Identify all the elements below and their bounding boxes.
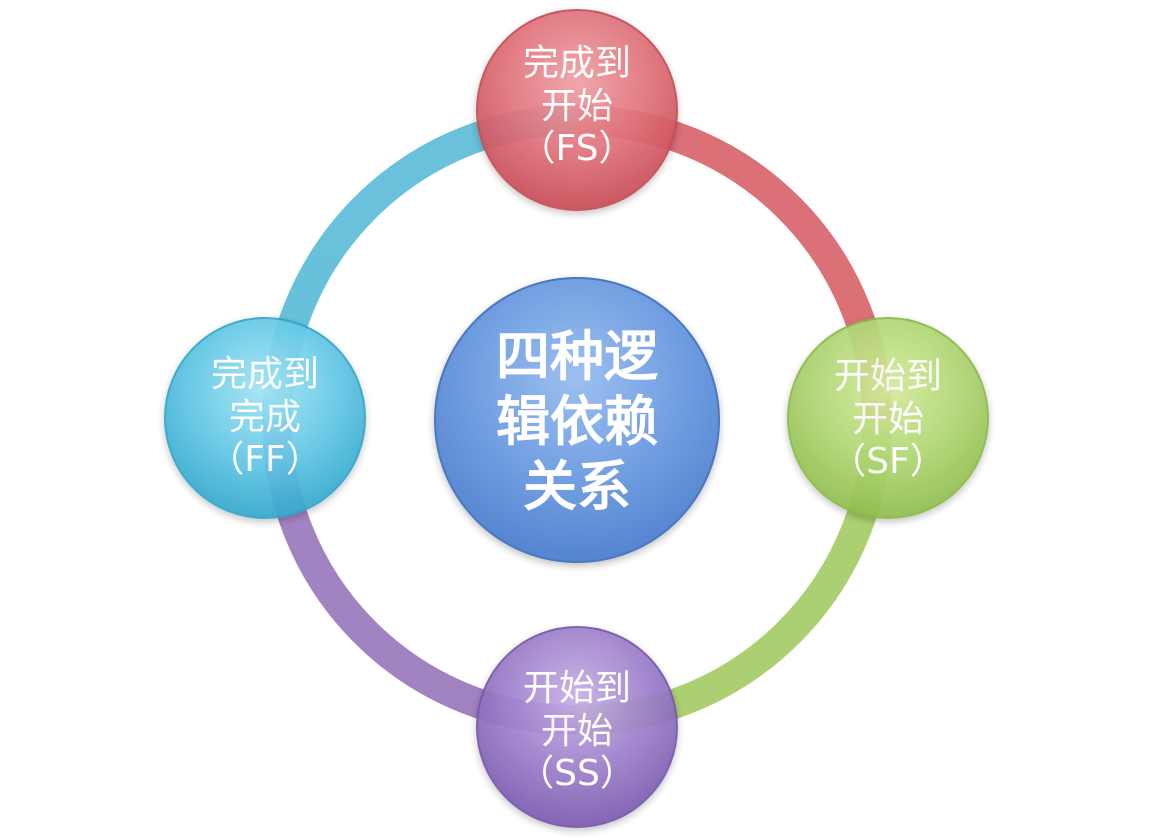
center-circle	[434, 277, 720, 563]
node-ff-circle	[164, 317, 366, 519]
center-line-3: 关系	[523, 455, 631, 518]
node-sf-line-2: 开始	[852, 399, 924, 440]
node-sf: 开始到 开始 （SF）	[787, 317, 989, 519]
center-line-2: 辑依赖	[496, 390, 658, 453]
node-ff-line-1: 完成到	[211, 354, 319, 395]
node-fs: 完成到 开始 （FS）	[476, 9, 678, 211]
node-ss-line-2: 开始	[541, 711, 613, 752]
node-ss-line-3: （SS）	[518, 753, 636, 794]
node-ff-line-3: （FF）	[208, 439, 321, 480]
center-node: 四种逻 辑依赖 关系	[434, 277, 720, 563]
node-ss-circle	[476, 626, 678, 828]
node-sf-line-1: 开始到	[834, 356, 942, 397]
node-fs-line-3: （FS）	[520, 128, 635, 169]
node-fs-line-1: 完成到	[523, 43, 631, 84]
node-fs-line-2: 开始	[541, 86, 613, 127]
node-sf-circle	[787, 317, 989, 519]
node-ff-line-2: 完成	[229, 397, 301, 438]
center-line-1: 四种逻	[496, 325, 658, 388]
node-ss: 开始到 开始 （SS）	[476, 626, 678, 828]
node-ss-line-1: 开始到	[523, 668, 631, 709]
node-fs-circle	[476, 9, 678, 211]
node-ff: 完成到 完成 （FF）	[164, 317, 366, 519]
node-sf-line-3: （SF）	[830, 441, 946, 482]
